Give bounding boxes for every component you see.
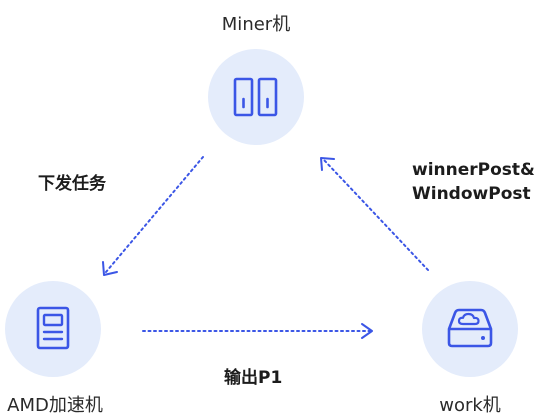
arrowhead-icon — [361, 323, 373, 339]
edge-label-work-to-miner: winnerPost& WindowPost — [412, 158, 535, 206]
edge-amd-to-work — [142, 323, 373, 339]
edge-label-amd-to-work: 输出P1 — [224, 368, 283, 388]
edge-label-miner-to-amd: 下发任务 — [38, 174, 106, 194]
arrowhead-icon — [102, 261, 118, 276]
edge-work-to-miner — [320, 157, 429, 271]
server-rack-icon — [233, 77, 278, 117]
miner-node-label: Miner机 — [221, 14, 291, 35]
cloud-storage-drive-icon — [447, 308, 493, 348]
machine-panel-icon — [36, 306, 70, 350]
arrowhead-icon — [320, 157, 335, 171]
edge-label-line: winnerPost& — [412, 160, 535, 180]
work-node — [422, 281, 518, 377]
work-node-label: work机 — [439, 395, 501, 416]
edge-label-line: WindowPost — [412, 184, 531, 204]
amd-node-label: AMD加速机 — [7, 395, 103, 416]
edge-miner-to-amd — [102, 156, 204, 276]
amd-node — [5, 281, 101, 377]
miner-node — [208, 49, 304, 145]
